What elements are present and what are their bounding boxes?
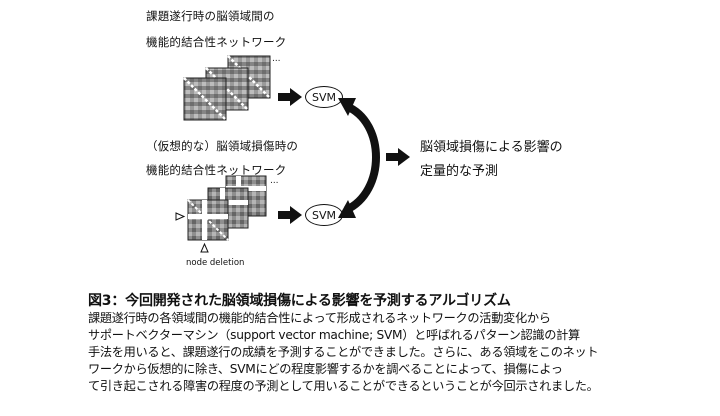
- intact-stack-ellipsis: …: [272, 54, 281, 64]
- result-label-line2: 定量的な予測: [420, 164, 499, 179]
- lesion-network-label-line1: （仮想的な）脳領域損傷時の: [146, 139, 299, 153]
- comparison-double-arrow-icon: [338, 98, 380, 218]
- lesion-network-label-line2: 機能的結合性ネットワーク: [146, 163, 287, 177]
- intact-matrices-graphic: [183, 55, 271, 121]
- caption-line-4: ワークから仮想的に除き、SVMにどの程度影響するかを調べることによって、損傷によ…: [88, 362, 563, 376]
- svm-top-oval: SVM: [305, 86, 343, 108]
- caption-line-5: て引き起こされる障害の程度の予測として用いることができるということが今回示されま…: [88, 379, 599, 393]
- svm-bottom-label: SVM: [312, 208, 336, 222]
- caption-line-3: 手法を用いると、課題遂行の成績を予測することができました。さらに、ある領域をこの…: [88, 345, 599, 359]
- node-deletion-label: node deletion: [186, 258, 245, 268]
- figure-caption-title: 図3：今回開発された脳領域損傷による影響を予測するアルゴリズム: [88, 293, 511, 309]
- lesion-matrices-graphic: [175, 175, 267, 253]
- top-arrow-icon: [278, 88, 302, 106]
- bottom-arrow-icon: [278, 206, 302, 224]
- intact-network-label-line2: 機能的結合性ネットワーク: [146, 35, 287, 49]
- caption-line-2: サポートベクターマシン（support vector machine; SVM）…: [88, 328, 580, 342]
- result-arrow-icon: [386, 148, 410, 166]
- figure-caption-body: 課題遂行時の各領域間の機能的結合性によって形成されるネットワークの活動変化から …: [88, 310, 599, 395]
- intact-network-label-line1: 課題遂行時の脳領域間の: [146, 9, 275, 23]
- svm-top-label: SVM: [312, 90, 336, 104]
- result-label-line1: 脳領域損傷による影響の: [420, 140, 563, 155]
- lesion-stack-ellipsis: …: [270, 176, 279, 186]
- caption-line-1: 課題遂行時の各領域間の機能的結合性によって形成されるネットワークの活動変化から: [88, 311, 551, 325]
